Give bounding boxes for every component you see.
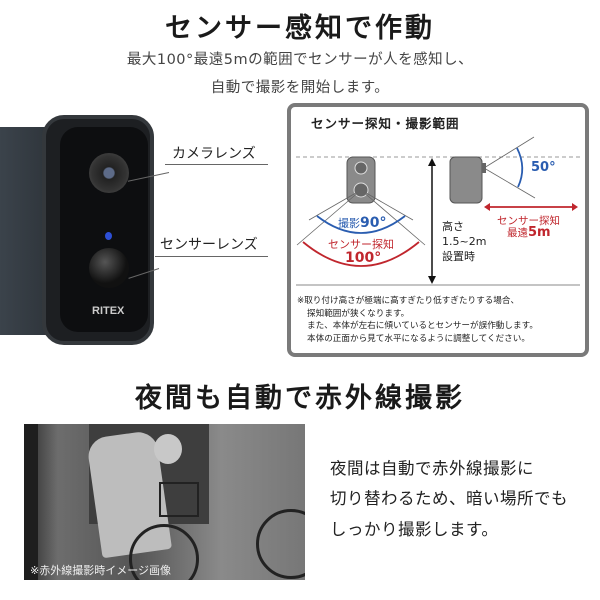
camera-lens-icon — [89, 153, 129, 193]
sensor-lens-icon — [89, 248, 129, 288]
brand-logo: RITEX — [92, 305, 125, 317]
camera-lens-label: カメラレンズ — [172, 146, 256, 162]
night-description-line: しっかり撮影します。 — [330, 520, 499, 539]
night-description-line: 切り替わるため、暗い場所でも — [330, 489, 568, 508]
section-title-sensor: センサー感知で作動 — [165, 13, 435, 44]
install-height-text: 高さ 1.5~2m 設置時 — [442, 220, 487, 263]
night-vision-sample-image: ※赤外線撮影時イメージ画像 — [24, 424, 305, 580]
sensor-angle-value: 100° — [345, 250, 382, 266]
section-description-line: 自動で撮影を開始します。 — [210, 80, 390, 96]
detection-range-diagram — [287, 103, 589, 357]
shoot-angle-label: 撮影90° — [338, 215, 387, 231]
vertical-angle-value: 50° — [531, 160, 556, 175]
camera-product-image: RITEX — [0, 115, 160, 345]
image-caption: ※赤外線撮影時イメージ画像 — [30, 564, 171, 577]
shoot-angle-value: 90° — [360, 215, 387, 231]
section-title-night: 夜間も自動で赤外線撮影 — [135, 383, 465, 414]
sensor-lens-label: センサーレンズ — [160, 237, 258, 253]
diagram-title: センサー探知・撮影範囲 — [311, 116, 460, 131]
vertical-angle-arc — [516, 147, 524, 188]
sensor-angle-arc — [302, 241, 420, 267]
diagram-notes: ※取り付け高さが極端に高すぎたり低すぎたりする場合、 探知範囲が狭くなります。 … — [297, 296, 538, 344]
section-description-line: 最大100°最遠5mの範囲でセンサーが人を感知し、 — [126, 52, 474, 68]
shoot-angle-arc — [316, 215, 406, 234]
night-description-line: 夜間は自動で赤外線撮影に — [330, 459, 534, 478]
sensor-angle-label: センサー探知 — [328, 238, 394, 251]
distance-label: センサー探知 — [497, 215, 560, 227]
side-camera-icon — [449, 156, 483, 204]
distance-value: 最遠5m — [507, 225, 551, 240]
